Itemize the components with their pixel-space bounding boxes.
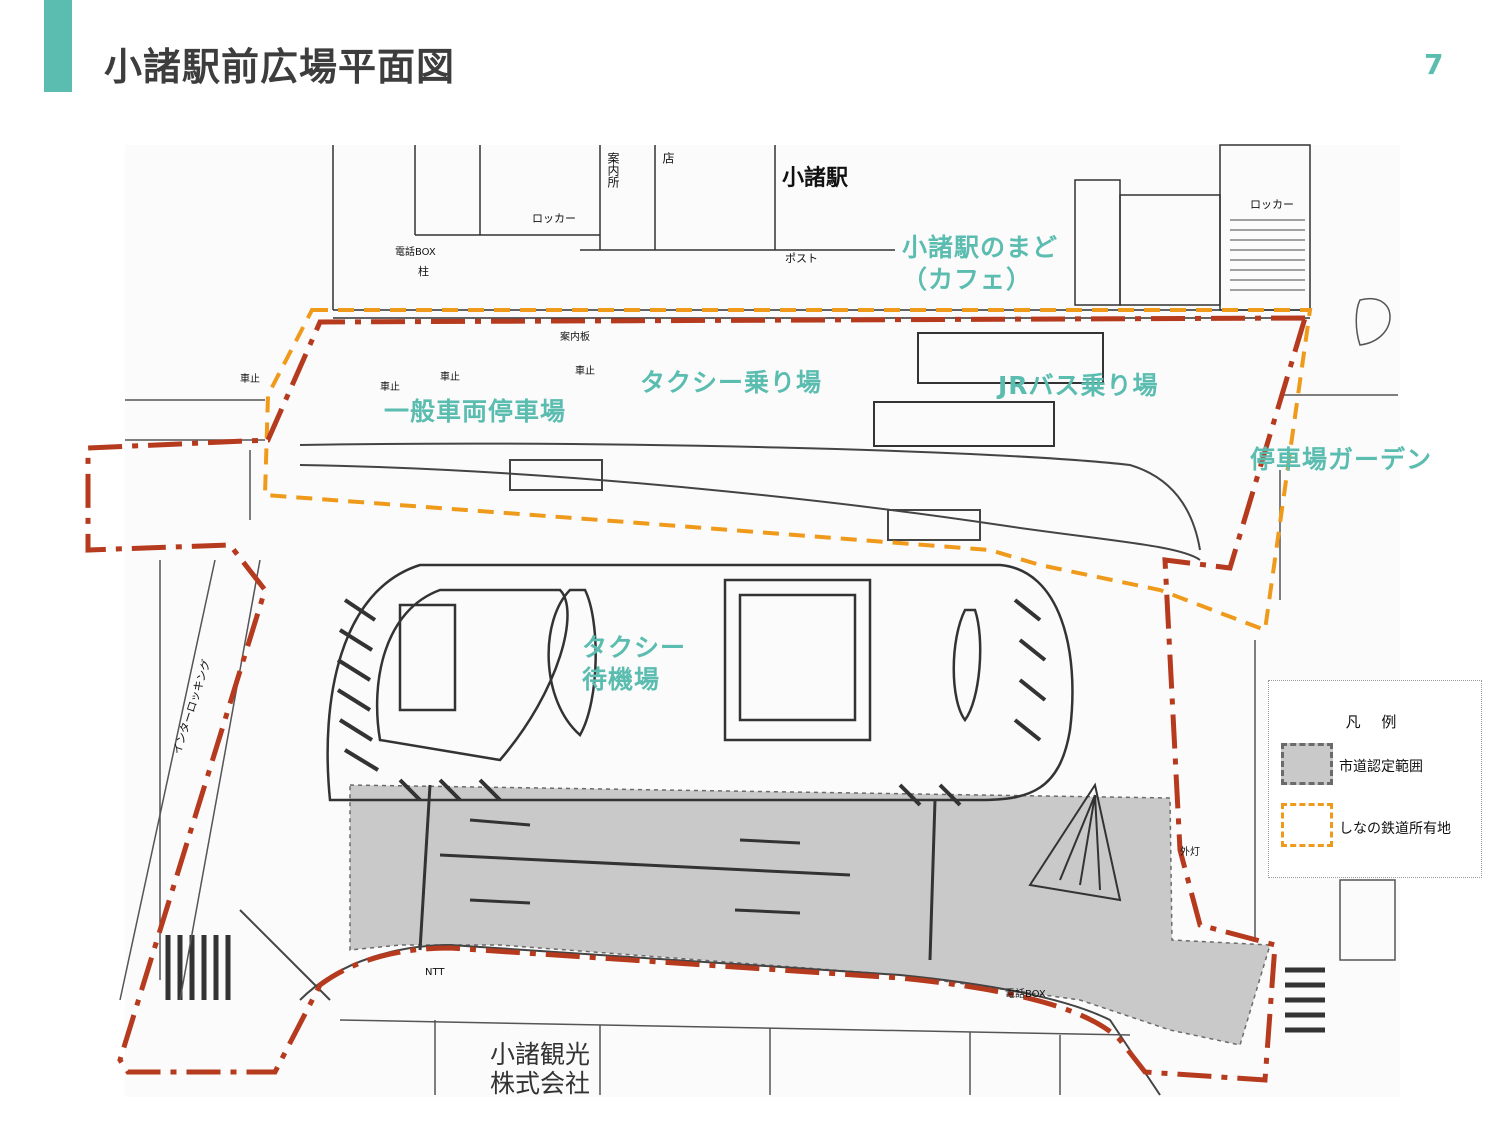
map-label-locker-right: ロッカー	[1250, 198, 1294, 211]
label-general-parking: 一般車両停車場	[384, 397, 567, 426]
map-label-phone-box-2: 電話BOX	[1005, 987, 1046, 1000]
legend-swatch-railway	[1281, 803, 1333, 847]
label-taxi-waiting: タクシー 待機場	[582, 632, 686, 696]
map-label-phone-box: 電話BOX	[395, 245, 436, 258]
stairs	[1230, 219, 1305, 291]
left-road	[119, 399, 265, 1001]
map-label-locker-left: ロッカー	[532, 212, 576, 225]
legend-title: 凡 例	[1345, 713, 1405, 731]
railway-land-boundary	[262, 308, 1313, 633]
zebra-hatching	[336, 598, 1047, 807]
page-title: 小諸駅前広場平面図	[104, 45, 456, 89]
company-label-line2: 株式会社	[489, 1069, 590, 1098]
legend-label-road: 市道認定範囲	[1339, 759, 1423, 775]
page-number: 7	[1424, 48, 1444, 81]
map-label-info-center: 案内所	[606, 151, 620, 188]
label-cafe-line1: 小諸駅のまど	[902, 233, 1059, 262]
label-taxi-stand: タクシー乗り場	[640, 368, 823, 397]
map-label-post: ポスト	[785, 252, 818, 265]
label-cafe: 小諸駅のまど （カフェ）	[902, 232, 1058, 296]
map-label-stop-3: 車止	[440, 370, 460, 383]
company-label-line1: 小諸観光	[489, 1040, 590, 1069]
label-cafe-line2: （カフェ）	[902, 265, 1033, 294]
curb-lines	[299, 442, 1201, 561]
header-accent-bar	[44, 0, 72, 92]
company-label: 小諸観光 株式会社	[478, 1040, 602, 1098]
map-label-station: 小諸駅	[782, 165, 848, 191]
roundabout	[326, 563, 1074, 802]
label-jr-bus: JRバス乗り場	[998, 371, 1159, 400]
bus-bays	[873, 332, 1104, 447]
traffic-island	[1028, 782, 1122, 902]
label-taxi-waiting-line2: 待機場	[582, 665, 661, 694]
label-station-garden: 停車場ガーデン	[1250, 445, 1433, 474]
city-road-boundary	[85, 315, 1308, 1083]
map-label-pillar: 柱	[418, 264, 429, 278]
label-taxi-waiting-line1: タクシー	[582, 633, 687, 662]
map-label-stop-4: 車止	[575, 364, 595, 377]
crosswalks	[165, 935, 1325, 1033]
bottom-buildings	[339, 1019, 1131, 1095]
map-label-stop-2: 車止	[380, 380, 400, 393]
map-label-lamp: 外灯	[1180, 846, 1200, 858]
road-certified-area	[349, 784, 1271, 1046]
map-label-guide-board: 案内板	[560, 330, 590, 343]
legend-swatch-road	[1281, 743, 1333, 785]
map-label-stop-1: 車止	[240, 372, 260, 385]
map-label-shop: 店	[661, 152, 675, 164]
legend-label-railway: しなの鉄道所有地	[1339, 821, 1451, 837]
road-markings	[418, 784, 937, 961]
legend: 凡 例 市道認定範囲 しなの鉄道所有地	[1268, 680, 1482, 878]
bottom-curb	[239, 909, 1161, 1096]
map-label-ntt: NTT	[425, 967, 445, 978]
